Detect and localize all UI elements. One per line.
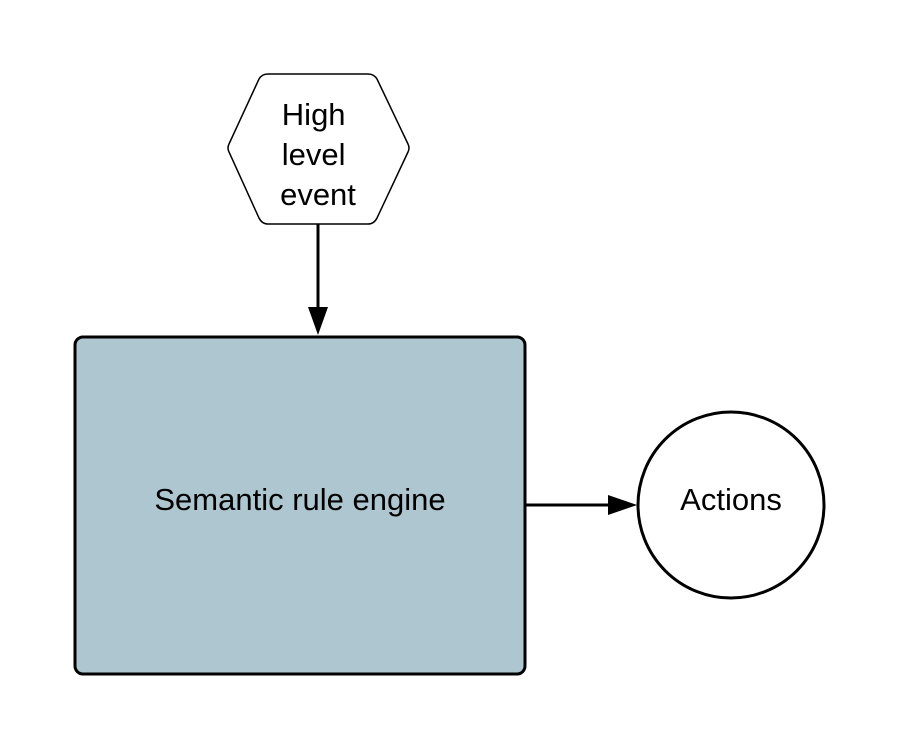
- node-actions-label: Actions: [680, 482, 782, 517]
- event-label-line-3: event: [280, 177, 356, 212]
- engine-box: [73, 335, 527, 676]
- actions-circle: [636, 410, 826, 600]
- hexagon-shape: [227, 73, 410, 225]
- event-label-line-2: level: [282, 137, 346, 172]
- node-high-level-event-label: High level event: [280, 97, 356, 212]
- node-semantic-rule-engine[interactable]: Semantic rule engine: [73, 335, 527, 676]
- edge-engine-to-actions-arrowhead: [608, 495, 637, 515]
- edge-event-to-engine: [308, 224, 328, 335]
- edge-event-to-engine-arrowhead: [308, 307, 328, 335]
- node-high-level-event[interactable]: High level event: [227, 73, 410, 225]
- node-semantic-rule-engine-label: Semantic rule engine: [154, 482, 445, 517]
- event-label-line-1: High: [282, 97, 346, 132]
- edge-engine-to-actions: [525, 495, 637, 515]
- node-actions[interactable]: Actions: [636, 410, 826, 600]
